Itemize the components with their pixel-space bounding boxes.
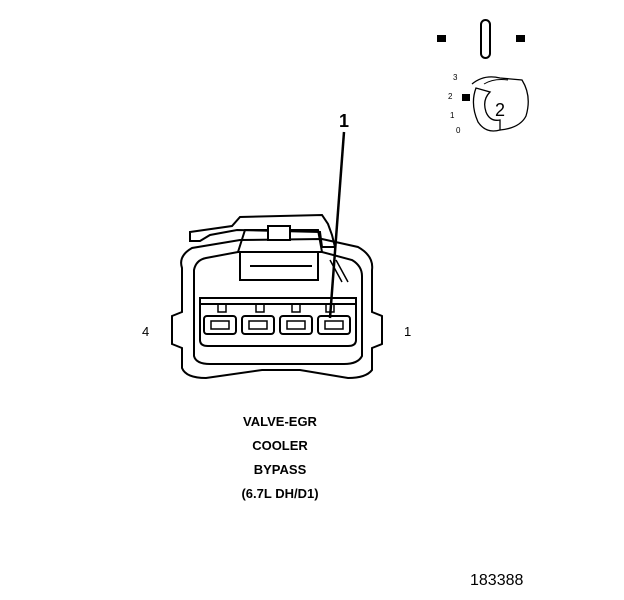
- caption-line-1: VALVE-EGR: [243, 414, 317, 429]
- pin-cavity-4: [203, 315, 237, 335]
- pin-pointer-line: [328, 131, 346, 319]
- pin-label-left: 4: [142, 324, 149, 339]
- key-dot-left: [437, 35, 446, 42]
- key-orientation-diagram: 3 2 1 0 2: [437, 19, 529, 135]
- figure-number: 183388: [470, 572, 524, 589]
- caption-line-2: COOLER: [252, 438, 308, 453]
- pin-label-right: 1: [404, 324, 411, 339]
- caption-line-3: BYPASS: [253, 462, 307, 477]
- key-position-2: 2: [448, 92, 453, 101]
- key-dial-icon: [462, 76, 529, 132]
- key-dial-label: 2: [495, 100, 505, 120]
- pin-pointer-label: 1: [339, 111, 349, 131]
- key-dot-right: [516, 35, 525, 42]
- key-slot-bar: [480, 19, 491, 59]
- caption-line-4: (6.7L DH/D1): [241, 486, 319, 501]
- pin-cavity-2: [279, 315, 313, 335]
- key-position-3: 3: [453, 73, 458, 82]
- pin-cavity-1: [317, 315, 351, 335]
- connector-body: [171, 213, 383, 380]
- key-position-0: 0: [456, 126, 461, 135]
- key-position-1: 1: [450, 111, 455, 120]
- pin-cavities: [203, 315, 351, 335]
- pin-cavity-3: [241, 315, 275, 335]
